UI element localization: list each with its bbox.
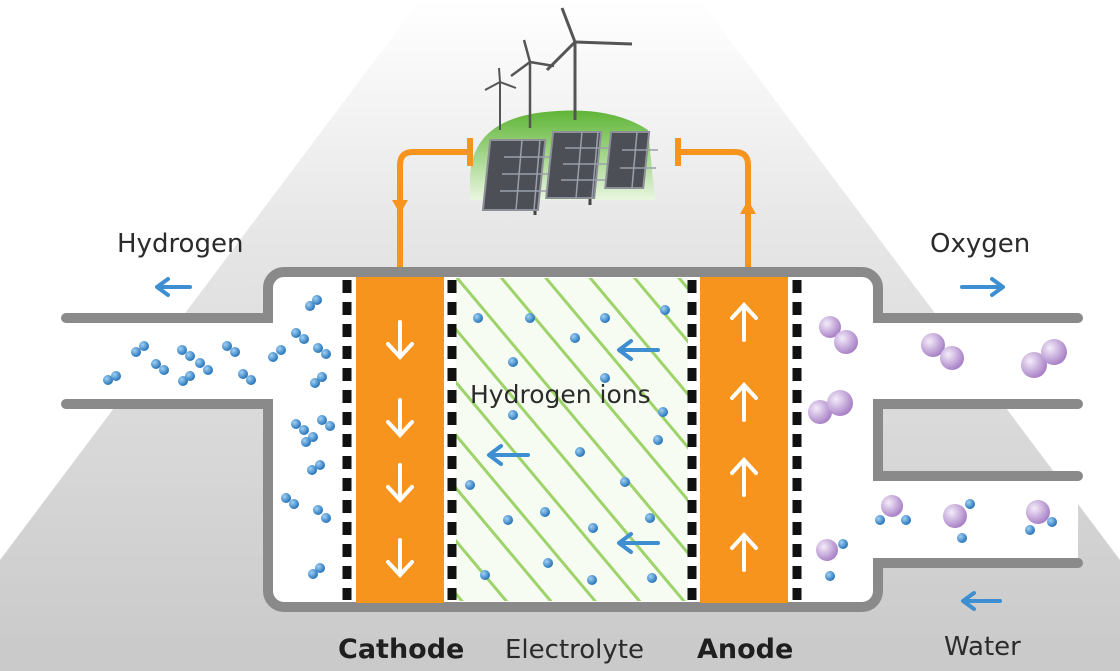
oxygen-molecules [808,316,1067,424]
oxygen-label: Oxygen [930,229,1030,259]
flow-arrows [155,277,1005,611]
electrolyte-region [456,278,688,601]
wind-turbine-icon [510,39,555,128]
ion-arrow-1 [617,339,660,361]
ion-arrow-2 [487,444,530,466]
solar-panel-icon [481,139,556,215]
hydrogen-ions-label: Hydrogen ions [470,380,651,409]
hydrogen-ions [465,305,670,585]
cathode-arrows [386,320,414,578]
ion-arrow-3 [617,532,660,554]
electron-arrow-up [740,200,756,214]
circuit-wire [397,149,751,271]
water-molecules [816,495,1057,581]
hydrogen-label: Hydrogen [117,229,243,259]
oxygen-out-arrow [960,277,1005,297]
wire-right [675,149,751,271]
electrolyte-label: Electrolyte [505,635,644,665]
anode-label: Anode [697,634,793,665]
electron-arrow-down [392,200,408,214]
anode-arrows [730,302,758,572]
hydrogen-out-arrow [155,277,192,297]
membranes [342,280,802,600]
water-in-arrow [961,591,1002,611]
wind-turbine-icon [484,67,517,130]
solar-panel-icon [604,131,658,189]
cathode-label: Cathode [338,634,464,665]
wind-turbine-icon [545,7,633,120]
wire-left [397,149,473,271]
pipes [61,313,1083,568]
hydrogen-molecules [103,295,335,579]
renewable-source [470,7,658,215]
water-label: Water [944,632,1021,662]
solar-panel-icon [545,131,610,205]
